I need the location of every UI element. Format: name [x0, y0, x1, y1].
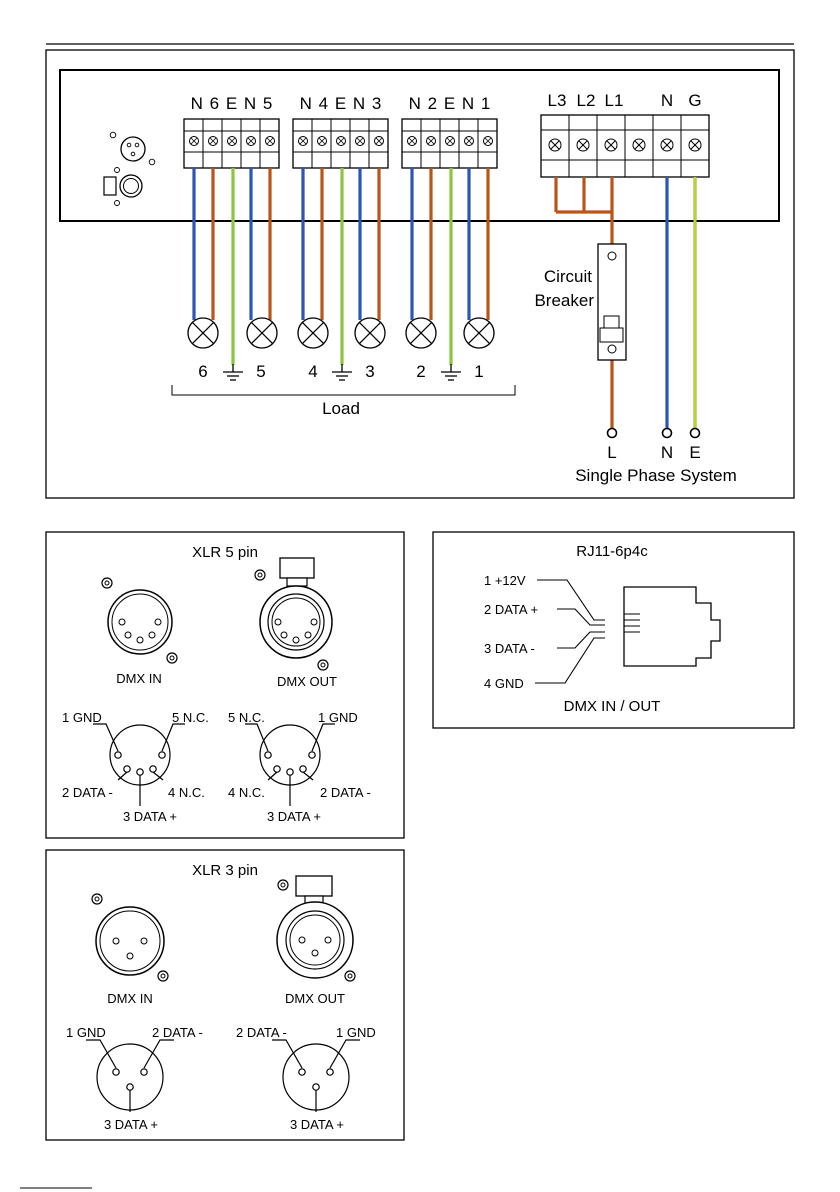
- load-number-6: 6: [198, 362, 207, 381]
- load-bracket: [171, 385, 516, 396]
- lamp-6-icon: [187, 317, 219, 349]
- xlr5-left-pin-3: 3 DATA +: [123, 809, 177, 824]
- rj11-panel: RJ11-6p4c 1 +12V 2 DATA + 3 DATA - 4 GND…: [432, 531, 795, 729]
- rj11-pin-1: 1 +12V: [484, 573, 526, 588]
- supply-label-l2: L2: [577, 91, 596, 110]
- rj11-pin-3: 3 DATA -: [484, 641, 535, 656]
- xlr5-right-pinout-icon: [245, 723, 335, 806]
- xlr5-dmx-out-connector-icon: [254, 557, 333, 671]
- xlr5-panel: XLR 5 pin DMX IN: [45, 531, 405, 839]
- breaker-label-line1: Circuit: [544, 267, 592, 286]
- supply-end-label-n: N: [661, 443, 673, 462]
- supply-wires: [554, 177, 697, 428]
- xlr3-left-pinout-icon: [86, 1039, 174, 1112]
- load-group-label-3: N 2 E N 1: [409, 94, 492, 113]
- load-terminal-block-1: [183, 118, 280, 169]
- xlr3-out-label: DMX OUT: [285, 991, 345, 1006]
- load-terminal-block-3: [401, 118, 498, 169]
- supply-end-label-l: L: [607, 443, 616, 462]
- xlr5-left-pin-2: 2 DATA -: [62, 785, 113, 800]
- load-number-3: 3: [365, 362, 374, 381]
- xlr3-right-pinout-icon: [272, 1039, 360, 1112]
- load-label: Load: [322, 399, 360, 418]
- terminal-l-icon: [606, 427, 618, 439]
- lamp-1-icon: [463, 317, 495, 349]
- xlr5-right-pin-2: 2 DATA -: [320, 785, 371, 800]
- load-terminal-block-2: [292, 118, 389, 169]
- wiring-panel: N 6 E N 5 N 4 E N 3 N 2 E N 1 L3 L2 L1 N…: [45, 49, 795, 499]
- load-group-label-2: N 4 E N 3: [300, 94, 383, 113]
- xlr5-right-pin-3: 3 DATA +: [267, 809, 321, 824]
- rj11-wires: [535, 579, 605, 684]
- load-group-label-1: N 6 E N 5: [191, 94, 274, 113]
- rj11-jack-icon: [623, 586, 721, 667]
- xlr3-left-pin-2: 2 DATA -: [152, 1025, 203, 1040]
- xlr3-title: XLR 3 pin: [192, 862, 258, 879]
- supply-label-l3: L3: [548, 91, 567, 110]
- xlr5-left-pin-4: 4 N.C.: [168, 785, 205, 800]
- lamp-4-icon: [297, 317, 329, 349]
- load-number-4: 4: [308, 362, 317, 381]
- xlr3-in-label: DMX IN: [107, 991, 153, 1006]
- circuit-breaker-icon: [597, 243, 627, 361]
- terminal-n-icon: [661, 427, 673, 439]
- supply-label-n: N: [661, 91, 673, 110]
- enclosure-xlr-connectors-icon: [103, 131, 156, 206]
- supply-label-g: G: [688, 91, 701, 110]
- load-wires: [192, 168, 490, 365]
- supply-terminal-block: [540, 114, 710, 178]
- xlr3-dmx-in-connector-icon: [91, 893, 169, 982]
- xlr3-right-pin-1: 1 GND: [336, 1025, 376, 1040]
- xlr5-right-pin-5: 5 N.C.: [228, 710, 265, 725]
- xlr3-panel: XLR 3 pin DMX IN DMX OUT: [45, 849, 405, 1141]
- supply-end-label-e: E: [689, 443, 700, 462]
- supply-label-l1: L1: [605, 91, 624, 110]
- rj11-caption: DMX IN / OUT: [564, 698, 661, 715]
- xlr5-in-label: DMX IN: [116, 671, 162, 686]
- xlr5-title: XLR 5 pin: [192, 544, 258, 561]
- xlr5-left-pinout-icon: [93, 723, 185, 806]
- terminal-e-icon: [689, 427, 701, 439]
- load-number-5: 5: [256, 362, 265, 381]
- rj11-title: RJ11-6p4c: [576, 543, 648, 560]
- system-label: Single Phase System: [575, 466, 737, 485]
- xlr5-dmx-in-connector-icon: [101, 577, 178, 664]
- xlr3-right-pin-2: 2 DATA -: [236, 1025, 287, 1040]
- lamp-3-icon: [354, 317, 386, 349]
- xlr5-left-pin-5: 5 N.C.: [172, 710, 209, 725]
- load-number-1: 1: [474, 362, 483, 381]
- xlr3-dmx-out-connector-icon: [276, 875, 356, 982]
- load-number-2: 2: [416, 362, 425, 381]
- xlr3-right-pin-3: 3 DATA +: [290, 1117, 344, 1132]
- xlr5-out-label: DMX OUT: [277, 674, 337, 689]
- xlr5-right-pin-1: 1 GND: [318, 710, 358, 725]
- lamp-2-icon: [405, 317, 437, 349]
- xlr3-left-pin-3: 3 DATA +: [104, 1117, 158, 1132]
- breaker-label-line2: Breaker: [534, 291, 594, 310]
- lamp-5-icon: [246, 317, 278, 349]
- rj11-pin-2: 2 DATA +: [484, 602, 538, 617]
- xlr5-right-pin-4: 4 N.C.: [228, 785, 265, 800]
- rj11-pin-4: 4 GND: [484, 676, 524, 691]
- xlr5-left-pin-1: 1 GND: [62, 710, 102, 725]
- xlr3-left-pin-1: 1 GND: [66, 1025, 106, 1040]
